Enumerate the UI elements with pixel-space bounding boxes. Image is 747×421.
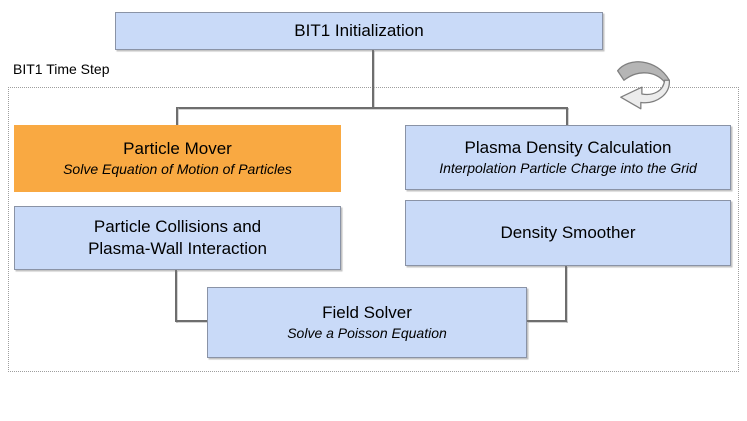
connector-collisions-down xyxy=(175,270,177,322)
plasma-density-subtitle: Interpolation Particle Charge into the G… xyxy=(439,160,697,177)
connector-left-drop xyxy=(176,107,178,125)
field-solver-box: Field Solver Solve a Poisson Equation xyxy=(207,287,527,358)
density-smoother-box: Density Smoother xyxy=(405,200,731,266)
particle-mover-box: Particle Mover Solve Equation of Motion … xyxy=(14,125,341,192)
particle-mover-subtitle: Solve Equation of Motion of Particles xyxy=(63,161,292,178)
connector-smoother-to-fieldsolver xyxy=(527,320,567,322)
connector-right-drop xyxy=(566,107,568,125)
density-smoother-title: Density Smoother xyxy=(500,222,636,242)
particle-mover-title: Particle Mover xyxy=(123,139,232,159)
init-box-title: BIT1 Initialization xyxy=(294,20,424,40)
loop-arrow-icon xyxy=(616,61,670,110)
plasma-density-title: Plasma Density Calculation xyxy=(464,138,672,158)
field-solver-subtitle: Solve a Poisson Equation xyxy=(287,325,447,342)
particle-collisions-box: Particle Collisions and Plasma-Wall Inte… xyxy=(14,206,341,270)
field-solver-title: Field Solver xyxy=(322,303,412,323)
plasma-density-box: Plasma Density Calculation Interpolation… xyxy=(405,125,731,190)
particle-collisions-title: Particle Collisions and Plasma-Wall Inte… xyxy=(88,216,267,258)
connector-collisions-to-fieldsolver xyxy=(175,320,207,322)
timestep-label: BIT1 Time Step xyxy=(13,61,110,77)
connector-smoother-down xyxy=(565,266,567,322)
init-box: BIT1 Initialization xyxy=(115,12,603,50)
connector-init-down xyxy=(372,50,374,108)
connector-branch-horizontal xyxy=(176,107,568,109)
